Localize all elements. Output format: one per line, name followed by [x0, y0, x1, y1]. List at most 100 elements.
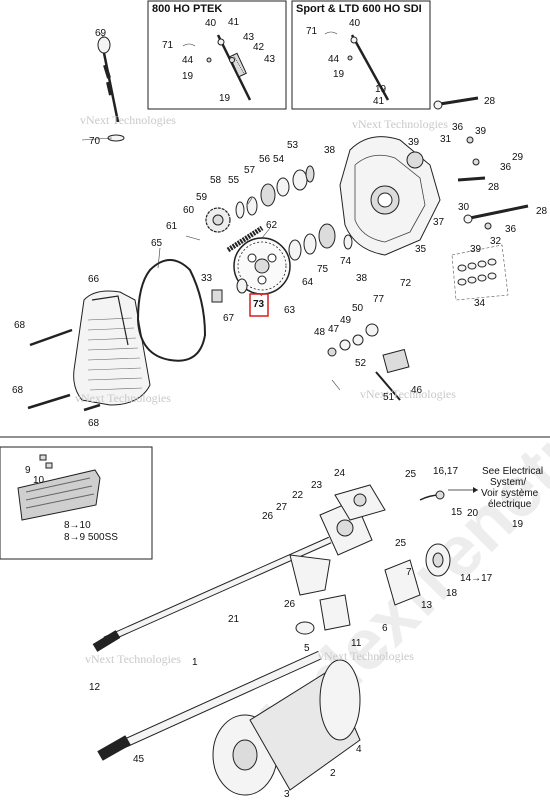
label-65[interactable]: 65 — [151, 238, 163, 249]
label-18[interactable]: 18 — [446, 588, 458, 599]
label-28a[interactable]: 28 — [484, 96, 496, 107]
label-32[interactable]: 32 — [490, 236, 502, 247]
label-19d[interactable]: 19 — [375, 84, 387, 95]
label-51[interactable]: 51 — [383, 392, 395, 403]
label-48[interactable]: 48 — [314, 327, 326, 338]
label-59[interactable]: 59 — [196, 192, 208, 203]
label-10[interactable]: 10 — [33, 475, 45, 486]
label-8to9[interactable]: 8→9 500SS — [64, 532, 118, 543]
label-39a[interactable]: 39 — [408, 137, 420, 148]
label-60[interactable]: 60 — [183, 205, 195, 216]
label-19e[interactable]: 19 — [512, 519, 524, 530]
label-13[interactable]: 13 — [421, 600, 433, 611]
label-35[interactable]: 35 — [415, 244, 427, 255]
gasket-65 — [136, 259, 207, 362]
label-42[interactable]: 42 — [253, 42, 265, 53]
label-1[interactable]: 1 — [192, 657, 198, 668]
label-43b[interactable]: 43 — [264, 54, 276, 65]
label-40b[interactable]: 40 — [349, 18, 361, 29]
label-4[interactable]: 4 — [356, 744, 362, 755]
label-30[interactable]: 30 — [458, 202, 470, 213]
label-26b[interactable]: 26 — [284, 599, 296, 610]
label-19b[interactable]: 19 — [219, 93, 231, 104]
label-70[interactable]: 70 — [89, 136, 101, 147]
label-40a[interactable]: 40 — [205, 18, 217, 29]
label-27[interactable]: 27 — [276, 502, 288, 513]
label-71a[interactable]: 71 — [162, 40, 174, 51]
label-74[interactable]: 74 — [340, 256, 352, 267]
label-19a[interactable]: 19 — [182, 71, 194, 82]
label-36a[interactable]: 36 — [452, 122, 464, 133]
label-69[interactable]: 69 — [95, 28, 107, 39]
label-66[interactable]: 66 — [88, 274, 100, 285]
label-41a[interactable]: 41 — [228, 17, 240, 28]
label-2[interactable]: 2 — [330, 768, 336, 779]
label-77[interactable]: 77 — [373, 294, 385, 305]
label-62[interactable]: 62 — [266, 220, 278, 231]
label-55[interactable]: 55 — [228, 175, 240, 186]
label-39b[interactable]: 39 — [475, 126, 487, 137]
label-63[interactable]: 63 — [284, 305, 296, 316]
label-36c[interactable]: 36 — [505, 224, 517, 235]
label-21[interactable]: 21 — [228, 614, 240, 625]
label-15[interactable]: 15 — [451, 507, 463, 518]
label-44a[interactable]: 44 — [182, 55, 194, 66]
label-37[interactable]: 37 — [433, 217, 445, 228]
label-64[interactable]: 64 — [302, 277, 314, 288]
label-61[interactable]: 61 — [166, 221, 178, 232]
label-31[interactable]: 31 — [440, 134, 452, 145]
label-12[interactable]: 12 — [89, 682, 101, 693]
label-25a[interactable]: 25 — [405, 469, 417, 480]
label-20[interactable]: 20 — [467, 508, 479, 519]
label-22[interactable]: 22 — [292, 490, 304, 501]
label-28c[interactable]: 28 — [536, 206, 548, 217]
label-6[interactable]: 6 — [382, 623, 388, 634]
label-68a[interactable]: 68 — [14, 320, 26, 331]
label-9[interactable]: 9 — [25, 465, 31, 476]
label-45[interactable]: 45 — [133, 754, 145, 765]
label-53[interactable]: 53 — [287, 140, 299, 151]
label-75[interactable]: 75 — [317, 264, 329, 275]
label-7[interactable]: 7 — [406, 567, 412, 578]
label-28b[interactable]: 28 — [488, 182, 500, 193]
label-57[interactable]: 57 — [244, 165, 256, 176]
label-58[interactable]: 58 — [210, 175, 222, 186]
label-72[interactable]: 72 — [400, 278, 412, 289]
label-33[interactable]: 33 — [201, 273, 213, 284]
label-26a[interactable]: 26 — [262, 511, 274, 522]
label-43a[interactable]: 43 — [243, 32, 255, 43]
label-8to10[interactable]: 8→10 — [64, 520, 91, 531]
label-49[interactable]: 49 — [340, 315, 352, 326]
label-68c[interactable]: 68 — [88, 418, 100, 429]
label-1617[interactable]: 16,17 — [433, 466, 458, 477]
label-46[interactable]: 46 — [411, 385, 423, 396]
label-44b[interactable]: 44 — [328, 54, 340, 65]
label-52[interactable]: 52 — [355, 358, 367, 369]
label-54[interactable]: 54 — [273, 154, 285, 165]
label-11[interactable]: 11 — [351, 638, 362, 649]
label-36b[interactable]: 36 — [500, 162, 512, 173]
label-56[interactable]: 56 — [259, 154, 271, 165]
label-38b[interactable]: 38 — [356, 273, 368, 284]
label-38a[interactable]: 38 — [324, 145, 336, 156]
label-67[interactable]: 67 — [223, 313, 235, 324]
label-50[interactable]: 50 — [352, 303, 364, 314]
label-24[interactable]: 24 — [334, 468, 346, 479]
label-23[interactable]: 23 — [311, 480, 323, 491]
label-41b[interactable]: 41 — [373, 96, 385, 107]
roller-set — [451, 244, 509, 301]
label-47[interactable]: 47 — [328, 324, 340, 335]
label-68b[interactable]: 68 — [12, 385, 24, 396]
label-34[interactable]: 34 — [474, 298, 486, 309]
label-25b[interactable]: 25 — [395, 538, 407, 549]
label-29[interactable]: 29 — [512, 152, 524, 163]
label-71b[interactable]: 71 — [306, 26, 318, 37]
label-39c[interactable]: 39 — [470, 244, 482, 255]
label-14to17[interactable]: 14→17 — [460, 573, 493, 584]
label-19c[interactable]: 19 — [333, 69, 345, 80]
label-3[interactable]: 3 — [284, 789, 290, 800]
highlight-label[interactable]: 73 — [253, 299, 265, 310]
label-5[interactable]: 5 — [304, 643, 310, 654]
highlight-box — [249, 293, 269, 317]
